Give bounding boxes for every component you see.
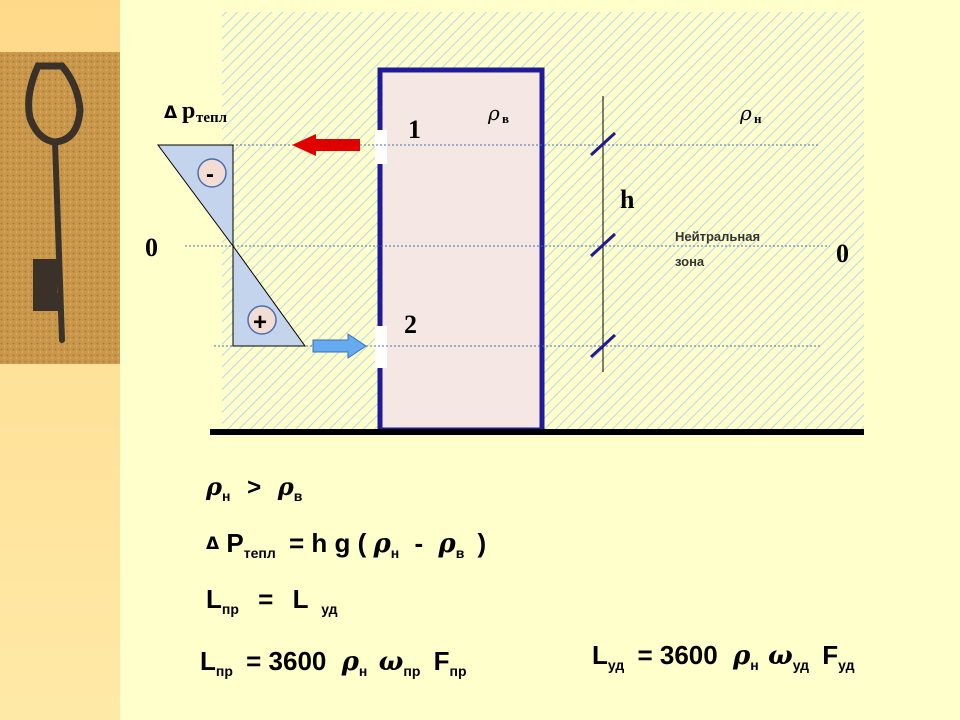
rho-n-symbol: ρ <box>739 101 752 125</box>
omega-subscript: пр <box>403 663 421 680</box>
rho-subscript: в <box>293 487 303 504</box>
close-paren: ) <box>477 528 487 558</box>
p-teplo-label: р <box>182 98 195 124</box>
height-tick-neutral <box>589 232 617 258</box>
equation-body: = 3600 <box>246 646 327 676</box>
l-subscript: уд <box>321 601 338 618</box>
gt-sign: > <box>247 474 262 501</box>
minus-sign: - <box>414 528 424 558</box>
rho-subscript: н <box>390 545 400 562</box>
omega-subscript: уд <box>792 657 810 674</box>
rho-n-subscript: н <box>754 111 762 126</box>
opening-2 <box>375 326 387 368</box>
l-subscript: пр <box>215 663 233 680</box>
equation-body: = h g ( <box>288 528 367 558</box>
formula-inflow: Lпр = 3600 ρн ωпр Fпр <box>200 646 467 679</box>
f-subscript: уд <box>838 657 855 674</box>
rho-subscript: н <box>358 663 368 680</box>
equals-sign: = <box>258 584 274 614</box>
neutral-zone-label-2: зона <box>675 254 705 269</box>
omega-symbol: ω <box>378 647 404 677</box>
inflow-arrow <box>312 333 367 359</box>
key-icon <box>25 62 84 343</box>
rho-symbol: ρ <box>438 529 456 559</box>
rho-subscript: н <box>221 487 231 504</box>
rho-symbol: ρ <box>341 647 359 677</box>
formula-density-relation: ρн > ρв <box>206 472 302 504</box>
formula-flow-balance: Lпр = L уд <box>206 584 338 617</box>
f-symbol: F <box>433 646 450 676</box>
opening-2-label: 2 <box>404 310 417 339</box>
l-subscript: пр <box>221 601 239 618</box>
f-subscript: пр <box>449 663 467 680</box>
neutral-zone-label-1: Нейтральная <box>675 229 760 244</box>
minus-sign-circle <box>197 158 227 188</box>
opening-1-label: 1 <box>408 115 421 144</box>
l-symbol: L <box>206 584 222 614</box>
p-subscript: тепл <box>243 545 276 562</box>
formula-outflow: Lуд = 3600 ρн ωуд Fуд <box>592 640 854 673</box>
p-teplo-subscript: тепл <box>196 110 228 126</box>
minus-sign: - <box>206 161 214 188</box>
opening-1 <box>375 130 387 164</box>
rho-v-subscript: в <box>502 111 509 126</box>
zero-left-label: 0 <box>145 233 158 262</box>
rho-symbol: ρ <box>732 641 751 671</box>
outflow-arrow <box>292 134 360 156</box>
delta-icon: Δ <box>164 103 178 123</box>
equation-body: = 3600 <box>637 640 718 670</box>
l-symbol: L <box>200 646 216 676</box>
formula-thermal-pressure: Δ Pтепл = h g ( ρн - ρв ) <box>206 528 486 561</box>
rho-v-symbol: ρ <box>487 101 500 125</box>
plus-sign: + <box>253 309 267 336</box>
room-interior <box>380 70 542 430</box>
plus-sign-circle <box>247 305 277 335</box>
omega-symbol: ω <box>767 641 793 671</box>
rho-symbol: ρ <box>277 472 294 501</box>
zero-right-label: 0 <box>836 239 849 268</box>
side-panel <box>0 0 120 720</box>
rho-symbol: ρ <box>206 472 222 501</box>
rho-symbol: ρ <box>373 529 391 559</box>
rho-subscript: н <box>750 657 759 674</box>
rho-subscript: в <box>455 545 465 562</box>
f-symbol: F <box>822 640 839 670</box>
negative-pressure-triangle <box>157 144 234 248</box>
l-subscript: уд <box>607 657 625 674</box>
l-symbol: L <box>592 640 608 670</box>
height-tick-2 <box>589 333 617 359</box>
p-symbol: P <box>226 528 244 558</box>
ventilation-diagram: Δ р тепл ρ в ρ н 1 2 h 0 0 - + Нейтральн… <box>145 12 864 435</box>
height-label: h <box>620 185 635 214</box>
l-symbol: L <box>292 584 308 614</box>
delta-icon: Δ <box>206 534 220 554</box>
height-tick-1 <box>589 131 617 157</box>
